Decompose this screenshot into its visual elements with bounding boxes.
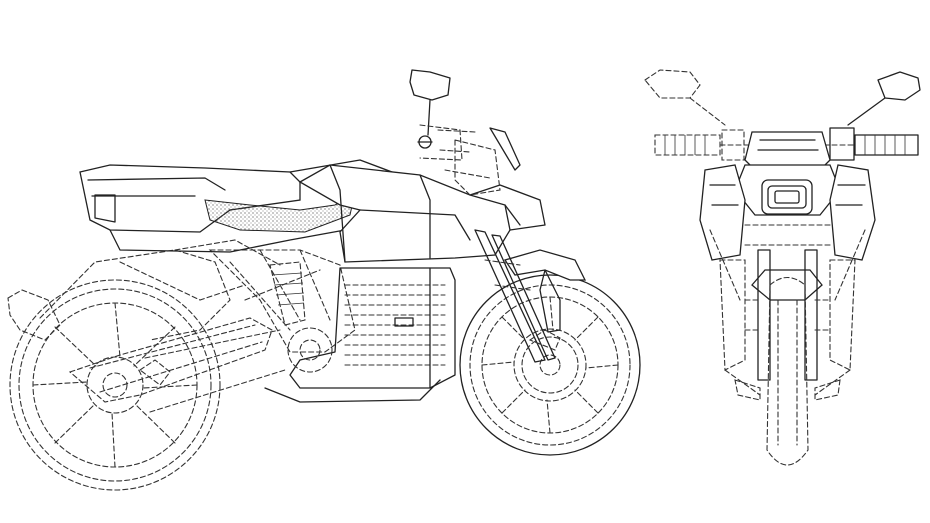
windscreen	[489, 127, 521, 171]
mirror-right-front	[847, 71, 921, 126]
frame	[208, 249, 356, 353]
front-forks	[474, 229, 556, 363]
license-bracket	[7, 289, 61, 341]
headstock	[454, 139, 501, 196]
fuel-tank-panel	[298, 164, 546, 263]
front-fender-front	[751, 269, 823, 301]
mirror-left-front	[644, 69, 726, 126]
front-fender	[503, 249, 587, 281]
side-view	[7, 69, 641, 491]
front-forks-front	[744, 224, 831, 381]
front-wheel	[459, 274, 641, 456]
front-view	[644, 69, 921, 466]
lower-fairing	[264, 379, 441, 403]
motor-housing	[287, 327, 333, 373]
side-fairings	[699, 164, 876, 261]
swingarm	[68, 317, 273, 403]
mirror-left	[409, 69, 451, 149]
headlight-housing	[734, 131, 841, 216]
front-brake-disc	[521, 336, 579, 394]
front-tire-front	[766, 276, 809, 466]
lower-left-panel	[719, 259, 746, 371]
seat-tail	[79, 159, 401, 253]
battery-pack	[289, 267, 456, 389]
rear-wheel	[9, 279, 221, 491]
handlebar	[419, 124, 463, 161]
